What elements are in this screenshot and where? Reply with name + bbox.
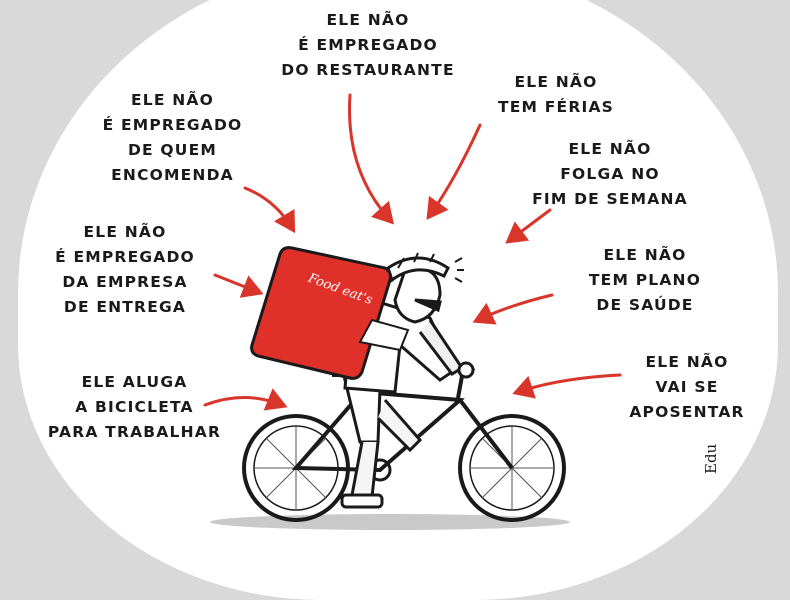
- caption-no-vacation: ELE NÃO TEM FÉRIAS: [497, 73, 615, 116]
- sweat-mark: [454, 257, 463, 263]
- artist-signature: Edu: [702, 443, 720, 474]
- caption-will-not-retire: ELE NÃO VAI SE APOSENTAR: [629, 353, 745, 421]
- arrow-bicycle: [203, 388, 288, 411]
- backpack-box: [250, 246, 392, 380]
- caption-not-delivery-company-employee: ELE NÃO É EMPREGADO DA EMPRESA DE ENTREG…: [55, 223, 195, 316]
- backpack-strap: [358, 318, 410, 352]
- hand: [457, 361, 475, 379]
- caption-no-health-plan: ELE NÃO TEM PLANO DE SAÚDE: [588, 246, 702, 314]
- fork: [458, 398, 514, 470]
- delivery-backpack: [250, 246, 410, 380]
- arrow-weekend: [505, 208, 552, 244]
- ground-shadow: [210, 514, 570, 530]
- caption-no-weekend-off: ELE NÃO FOLGA NO FIM DE SEMANA: [532, 140, 688, 208]
- arrow-restaurant: [348, 93, 395, 225]
- arrow-delivery-company: [213, 273, 264, 298]
- arrow-vacation: [426, 123, 482, 220]
- leg-left: [350, 441, 380, 499]
- leg-right: [376, 399, 423, 453]
- caption-rents-bicycle: ELE ALUGA A BICICLETA PARA TRABALHAR: [47, 373, 222, 441]
- front-wheel: [458, 414, 566, 522]
- helmet: [386, 256, 450, 283]
- shoe: [340, 493, 384, 509]
- rider-legs: [340, 377, 423, 509]
- cartoon-illustration: [203, 93, 622, 530]
- sunglasses: [414, 298, 442, 313]
- arrows: [203, 93, 622, 411]
- arrow-health: [472, 293, 554, 325]
- head: [393, 267, 442, 324]
- arrow-customer: [243, 186, 296, 234]
- caption-not-restaurant-employee: ELE NÃO É EMPREGADO DO RESTAURANTE: [281, 11, 455, 79]
- arrow-retire: [512, 373, 622, 399]
- cartoon-panel: ELE NÃO É EMPREGADO DO RESTAURANTE ELE N…: [18, 0, 778, 600]
- arm: [418, 319, 465, 376]
- caption-not-customer-employee: ELE NÃO É EMPREGADO DE QUEM ENCOMENDA: [102, 91, 243, 184]
